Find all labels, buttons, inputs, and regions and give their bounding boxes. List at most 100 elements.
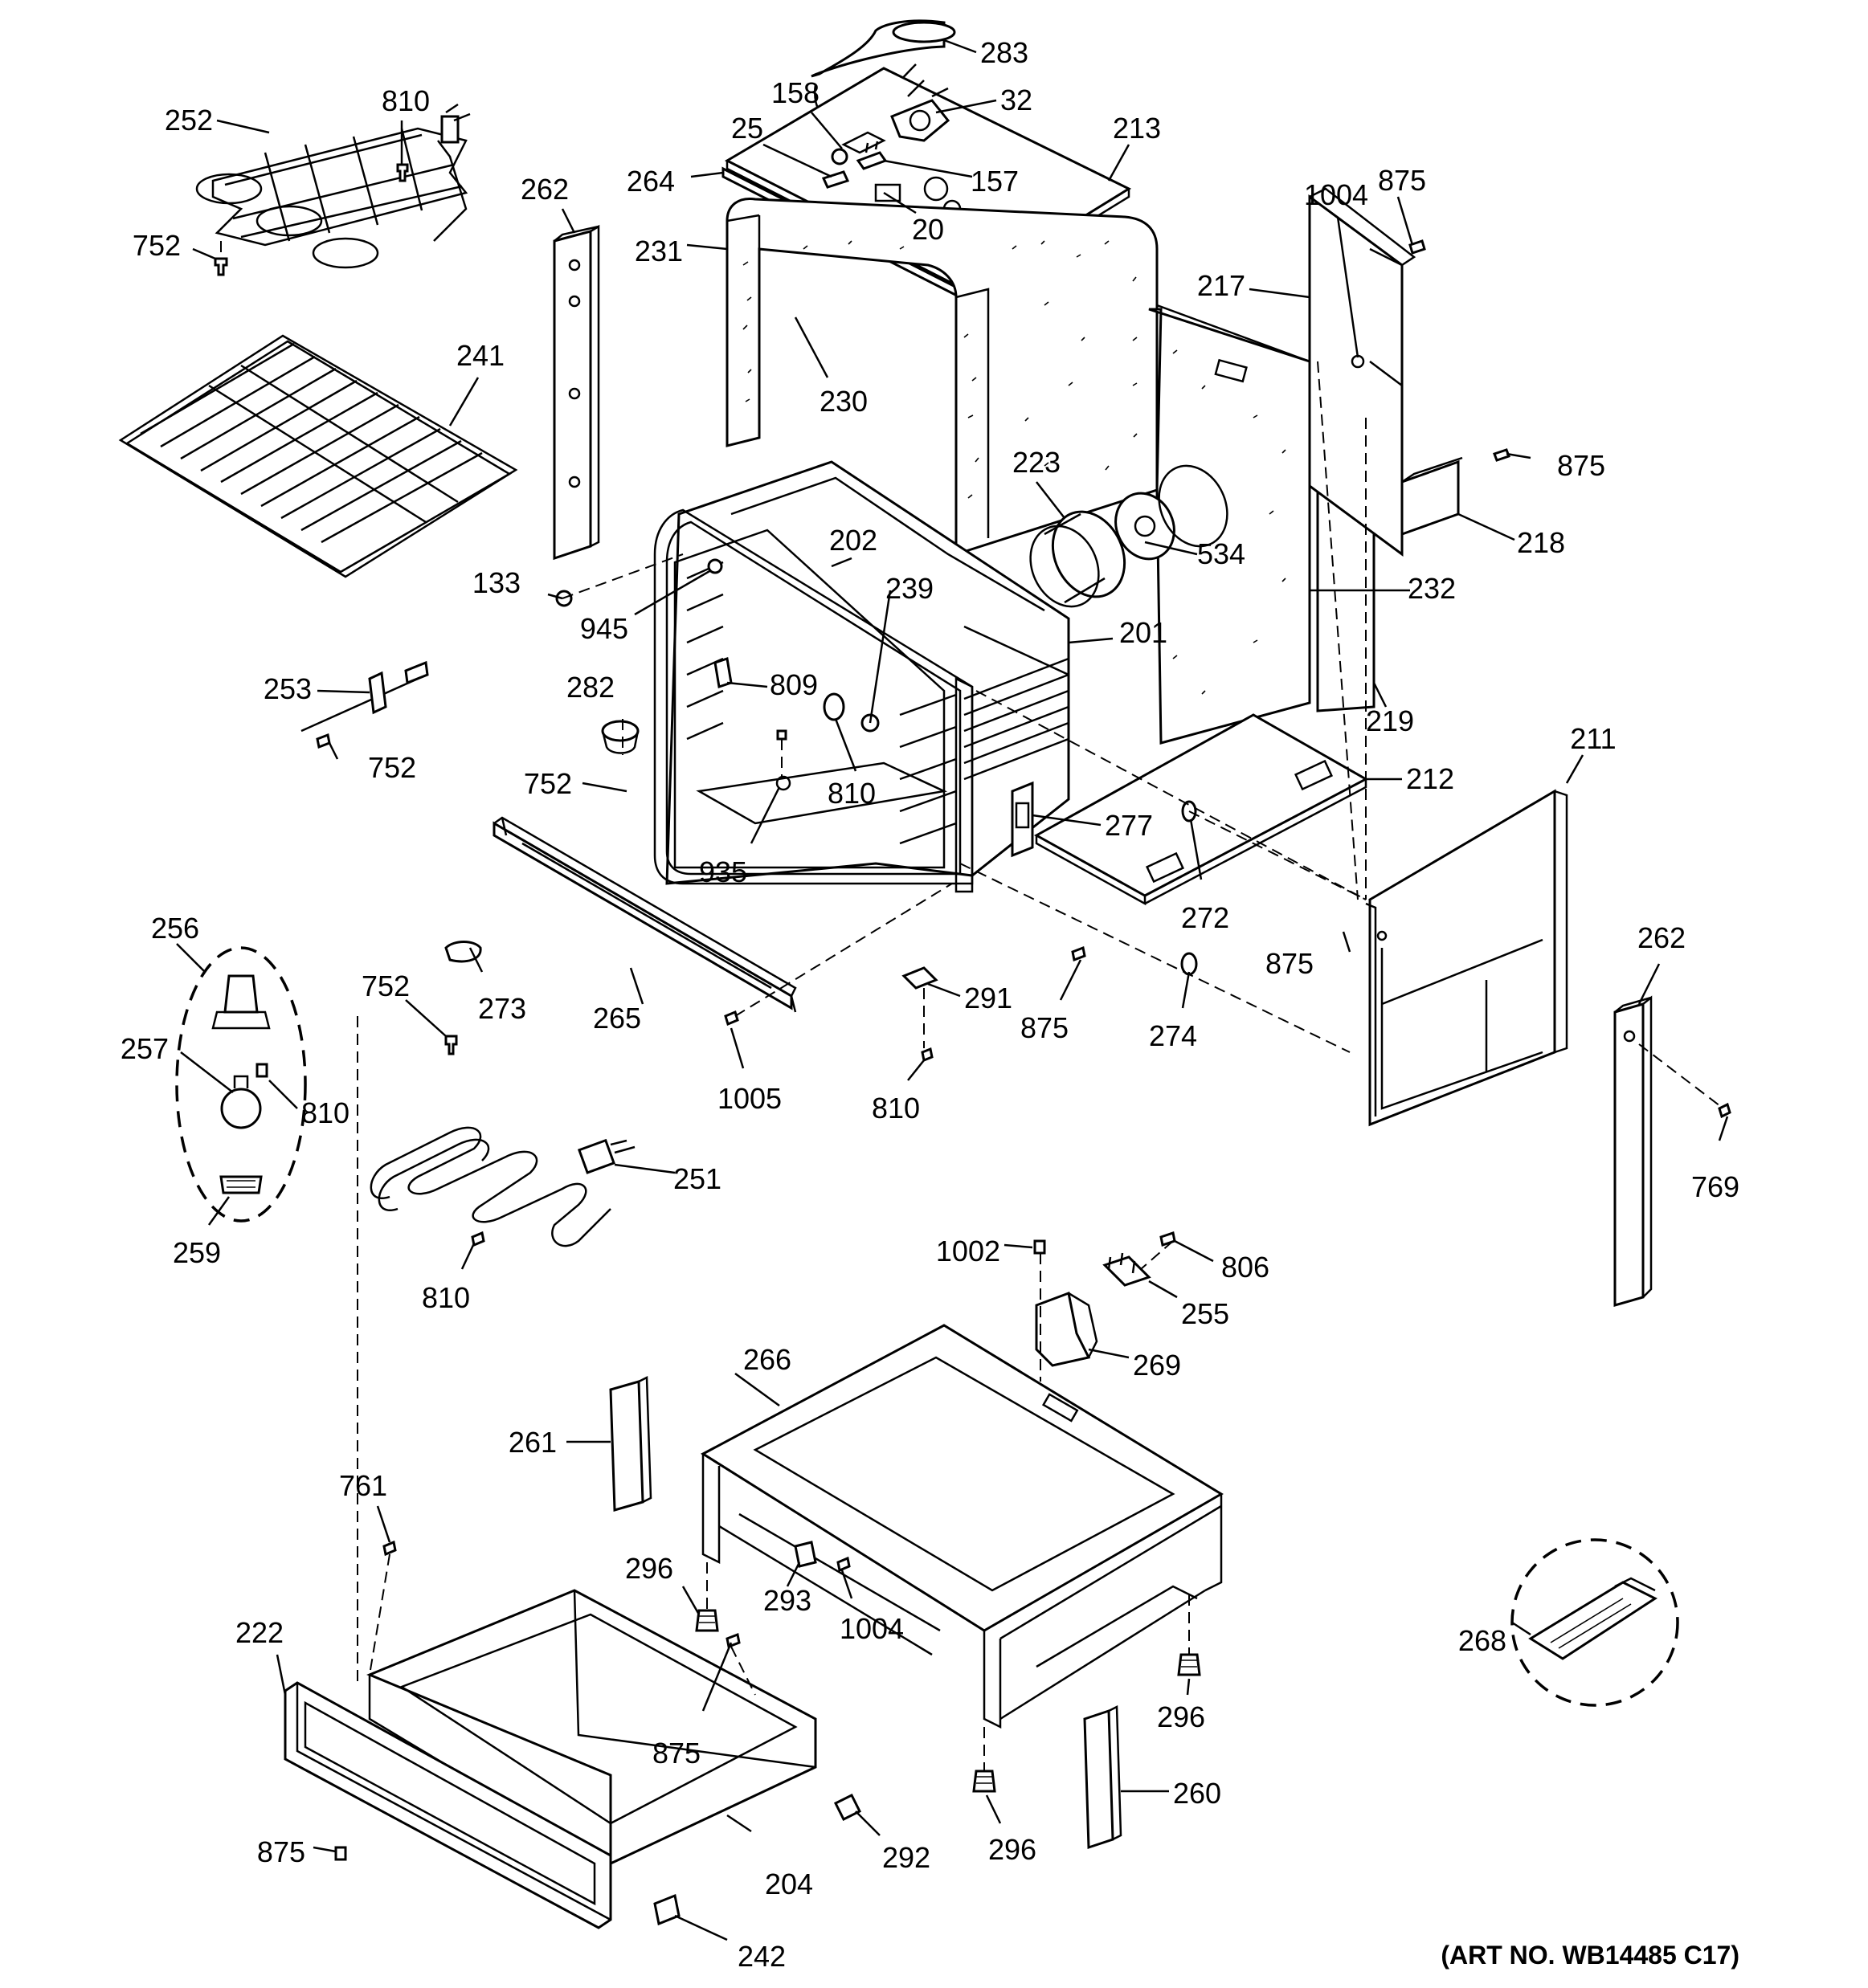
callout-242: 242 [738, 1940, 786, 1973]
screw-875-center [1071, 945, 1086, 962]
callout-232: 232 [1408, 572, 1456, 605]
callout-274: 274 [1149, 1019, 1197, 1052]
callout-752: 752 [133, 229, 181, 262]
callout-875: 875 [1557, 449, 1605, 482]
callout-809: 809 [770, 668, 818, 701]
callout-293: 293 [763, 1584, 811, 1617]
callout-32: 32 [1000, 84, 1032, 116]
broil-element-252 [195, 103, 471, 269]
cover-260 [1083, 1705, 1122, 1850]
callout-810: 810 [301, 1096, 349, 1129]
nut-945 [707, 558, 723, 574]
callout-769: 769 [1691, 1170, 1739, 1203]
knob-282 [601, 720, 640, 754]
screw-761 [382, 1540, 397, 1557]
callout-291: 291 [964, 982, 1012, 1014]
bracket-269 [1035, 1291, 1098, 1367]
callout-218: 218 [1517, 526, 1565, 559]
callout-292: 292 [882, 1841, 930, 1874]
inset-268 [1510, 1538, 1679, 1707]
bracket-293 [794, 1541, 817, 1568]
bracket-25 [821, 170, 850, 189]
callout-810: 810 [828, 777, 876, 810]
callout-262: 262 [1637, 921, 1686, 954]
screw-875-drawer [726, 1632, 741, 1649]
callout-806: 806 [1221, 1251, 1269, 1284]
callout-204: 204 [765, 1868, 813, 1900]
leg-296-b [1177, 1653, 1201, 1676]
roller-242 [653, 1893, 681, 1926]
callout-266: 266 [743, 1343, 791, 1376]
callout-810: 810 [872, 1092, 920, 1125]
callout-273: 273 [478, 992, 526, 1025]
callout-1002: 1002 [936, 1235, 1000, 1268]
callout-875: 875 [1265, 947, 1314, 980]
gasket-273 [444, 941, 482, 963]
callout-20: 20 [912, 213, 944, 246]
front-frame-202 [653, 508, 974, 893]
callout-875: 875 [257, 1835, 305, 1868]
callout-534: 534 [1197, 537, 1245, 570]
callout-256: 256 [151, 912, 199, 945]
callout-277: 277 [1105, 809, 1153, 842]
screw-752-top [214, 241, 228, 276]
bracket-217 [1308, 187, 1416, 557]
callout-253: 253 [264, 672, 312, 705]
callout-296: 296 [625, 1552, 673, 1585]
motor-32 [890, 80, 950, 142]
callout-231: 231 [635, 235, 683, 267]
screw-806 [1159, 1231, 1176, 1247]
leader-lines [176, 39, 1729, 1941]
screw-810-top [396, 163, 409, 182]
callout-133: 133 [472, 566, 521, 599]
callout-752: 752 [524, 767, 572, 800]
leg-296-c [972, 1770, 996, 1793]
frame-266 [701, 1324, 1224, 1729]
washer-935 [775, 775, 791, 791]
lamp-assembly-group [175, 946, 307, 1223]
callout-269: 269 [1133, 1349, 1181, 1382]
callout-259: 259 [173, 1236, 221, 1269]
rear-opening [1158, 464, 1228, 548]
callout-875: 875 [1020, 1011, 1069, 1044]
callout-272: 272 [1181, 901, 1229, 934]
roller-292 [833, 1793, 862, 1822]
alignment-lines [357, 361, 1724, 1771]
callout-752: 752 [368, 751, 416, 784]
screw-875-drawerfront [334, 1846, 347, 1861]
callout-265: 265 [593, 1002, 641, 1035]
oven-rack-241 [118, 334, 518, 578]
side-trim-262-right [1613, 995, 1653, 1307]
cover-261 [609, 1376, 652, 1512]
callout-1004: 1004 [840, 1612, 904, 1645]
callout-875: 875 [652, 1737, 701, 1770]
callout-296: 296 [988, 1833, 1036, 1866]
callout-219: 219 [1366, 704, 1414, 737]
callout-264: 264 [627, 165, 675, 198]
callout-752: 752 [362, 970, 410, 1002]
callout-201: 201 [1119, 616, 1167, 649]
screw-752-lower [444, 1035, 458, 1055]
callout-257: 257 [121, 1032, 169, 1065]
bracket-218 [1400, 456, 1463, 537]
switch-255 [1102, 1252, 1151, 1287]
callout-255: 255 [1181, 1297, 1229, 1330]
outer-wrapper-231 [726, 197, 1159, 557]
screw-752-mid [776, 729, 787, 741]
callout-296: 296 [1157, 1700, 1205, 1733]
callout-761: 761 [339, 1469, 387, 1502]
screw-875-topright [1408, 239, 1426, 255]
screw-1002 [1033, 1239, 1046, 1255]
callout-875: 875 [1378, 164, 1426, 197]
callout-260: 260 [1173, 1777, 1221, 1810]
screw-810-center [921, 1047, 934, 1063]
callout-217: 217 [1197, 269, 1245, 302]
callout-222: 222 [235, 1616, 284, 1649]
bake-element-251 [370, 1126, 636, 1247]
screw-769 [1718, 1102, 1731, 1119]
art-number: (ART NO. WB14485 C17) [1441, 1941, 1739, 1970]
bulb-socket-810 [823, 692, 845, 721]
callout-230: 230 [820, 385, 868, 418]
